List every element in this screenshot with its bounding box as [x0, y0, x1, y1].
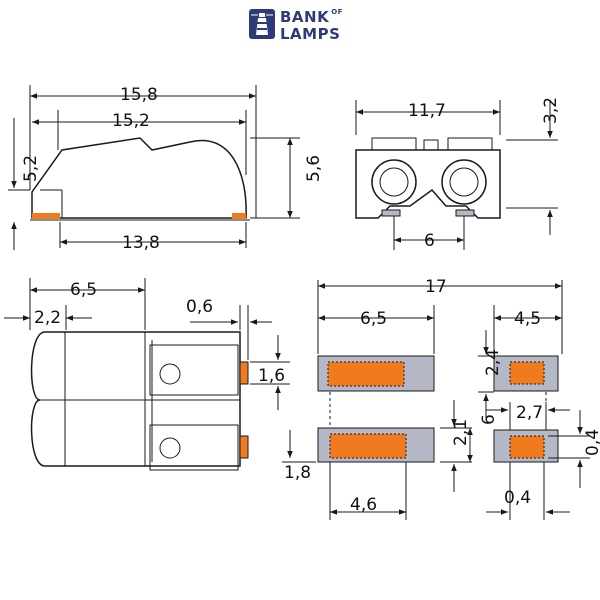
pad-bottom-left-contact	[329, 433, 407, 459]
top-view	[30, 331, 249, 471]
pad-bottom-right-contact	[509, 435, 545, 459]
pad-layout	[317, 355, 559, 463]
side-view	[30, 137, 250, 221]
dim-side-total-length: 15,8	[120, 85, 158, 105]
front-view-wire-entry-left	[371, 159, 417, 205]
side-view-contact-left	[32, 213, 60, 219]
dim-front-top-height: 3,2	[541, 97, 561, 124]
front-view-contact-right	[455, 209, 475, 217]
side-view-body-outline	[31, 137, 247, 219]
dim-pad-inner-width: 4,6	[350, 495, 377, 515]
dim-side-right-height: 5,6	[304, 155, 324, 182]
pad-layout-dimensions	[282, 280, 590, 520]
front-view-wire-entry-right	[441, 159, 487, 205]
dim-pad-right-width: 4,5	[514, 309, 541, 329]
top-view-outline	[30, 331, 241, 467]
top-view-clamp-bottom	[149, 424, 239, 471]
top-view-dimensions	[4, 278, 290, 410]
dim-pad-small-height2: 0,4	[583, 429, 600, 456]
top-view-tab-bottom	[239, 435, 249, 459]
dim-pad-total-width: 17	[425, 277, 447, 297]
dim-side-left-height: 5,2	[21, 155, 41, 182]
dim-pad-small-height: 2,4	[483, 349, 503, 376]
pad-top-right-contact	[509, 361, 545, 385]
front-view-top-rib-right	[447, 137, 493, 151]
logo-text-lamps: LAMPS	[280, 25, 341, 43]
front-view-top-notch	[423, 139, 439, 151]
side-view-contact-right	[232, 213, 246, 219]
dim-pad-small-width: 0,4	[504, 488, 531, 508]
top-view-clamp-top	[149, 344, 239, 396]
dim-pad-small-gap: 2,7	[516, 403, 543, 423]
dim-top-tab-height: 1,6	[258, 366, 285, 386]
dim-top-offset: 2,2	[34, 308, 61, 328]
front-view	[355, 137, 501, 219]
dim-pad-pitch: 6	[479, 414, 499, 425]
dim-side-body-length: 15,2	[112, 111, 150, 131]
dim-pad-base-offset: 1,8	[284, 463, 311, 483]
front-view-outline	[355, 149, 501, 219]
dim-top-length: 6,5	[70, 280, 97, 300]
dim-pad-left-width: 6,5	[360, 309, 387, 329]
front-view-dimensions	[355, 100, 558, 250]
lighthouse-icon	[249, 9, 275, 39]
dim-front-width: 11,7	[408, 101, 446, 121]
dim-side-base-length: 13,8	[122, 233, 160, 253]
front-view-contact-left	[381, 209, 401, 217]
top-view-tab-top	[239, 361, 249, 385]
dim-pad-large-height: 2,1	[451, 419, 471, 446]
side-view-dimensions	[8, 85, 300, 250]
dim-top-tab-width: 0,6	[186, 297, 213, 317]
dim-front-pitch: 6	[424, 231, 435, 251]
front-view-top-rib-left	[371, 137, 417, 151]
pad-top-left-contact	[327, 361, 405, 387]
